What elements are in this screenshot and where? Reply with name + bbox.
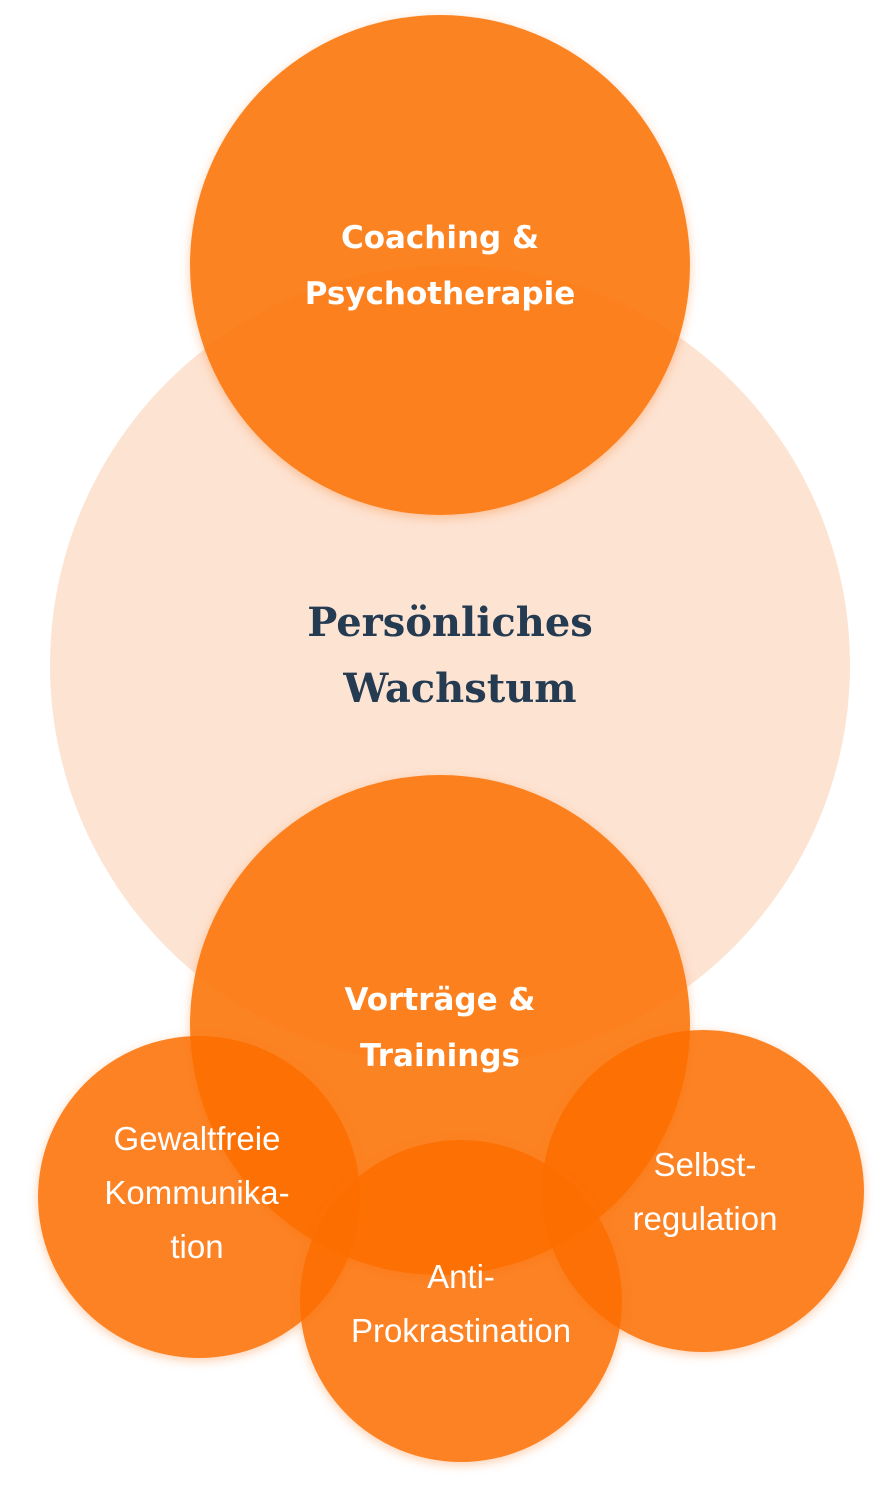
label-line: Persönliches (307, 599, 593, 646)
label-personal-growth: Persönliches Wachstum (250, 590, 650, 722)
label-coaching-psychotherapy: Coaching & Psychotherapie (190, 210, 690, 322)
label-line: tion (170, 1228, 224, 1265)
label-self-regulation: Selbst- regulation (545, 1138, 865, 1246)
label-anti-procrastination: Anti- Prokrastination (300, 1250, 622, 1358)
label-line: Kommunika- (104, 1174, 290, 1211)
label-talks-trainings: Vorträge & Trainings (190, 972, 690, 1084)
circle-anti-procrastination (300, 1140, 622, 1462)
label-line: Coaching & (340, 220, 540, 256)
label-line: Vorträge & (344, 982, 536, 1018)
label-line: Psychotherapie (304, 276, 576, 312)
label-line: Prokrastination (350, 1312, 572, 1349)
label-line: Selbst- (653, 1146, 757, 1183)
label-nonviolent-communication: Gewaltfreie Kommunika- tion (38, 1112, 356, 1274)
label-line: Anti- (427, 1258, 495, 1295)
label-line: Gewaltfreie (113, 1120, 281, 1157)
label-line: Wachstum (343, 665, 577, 712)
label-line: Trainings (360, 1038, 520, 1074)
circle-coaching-psychotherapy (190, 15, 690, 515)
label-line: regulation (632, 1200, 778, 1237)
